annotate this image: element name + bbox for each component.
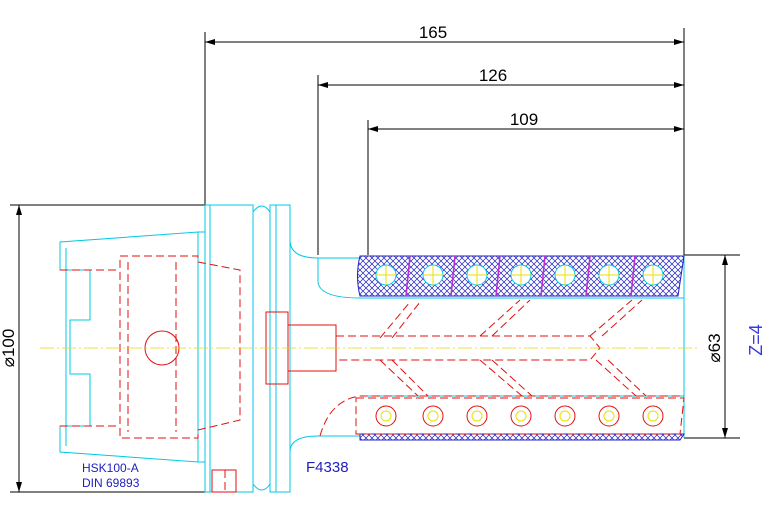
dimension-flute-length: 109 (367, 110, 684, 255)
dimension-cutter-diameter: ⌀63 (684, 254, 740, 439)
upper-insert-row (357, 255, 685, 297)
dimension-text-126: 126 (479, 66, 507, 85)
dimension-text-109: 109 (510, 110, 538, 129)
lower-insert-row (355, 397, 685, 441)
dimension-text-d63: ⌀63 (705, 333, 724, 362)
dimension-text-d100: ⌀100 (0, 329, 18, 368)
part-number-label: F4338 (306, 459, 349, 476)
standard-label: DIN 69893 (82, 476, 140, 490)
interface-label: HSK100-A (82, 461, 139, 475)
dimension-overall-length: 165 (204, 23, 685, 255)
coolant-channels (319, 299, 684, 437)
teeth-count-label: Z=4 (746, 324, 766, 356)
dimension-cutting-length: 126 (317, 66, 684, 255)
dimension-flange-diameter: ⌀100 (0, 204, 205, 493)
flange (204, 204, 291, 493)
lower-insert-screws (375, 405, 664, 427)
hsk-taper-shank (59, 231, 205, 463)
upper-insert-screws (375, 264, 664, 286)
dimension-text-165: 165 (419, 23, 447, 42)
